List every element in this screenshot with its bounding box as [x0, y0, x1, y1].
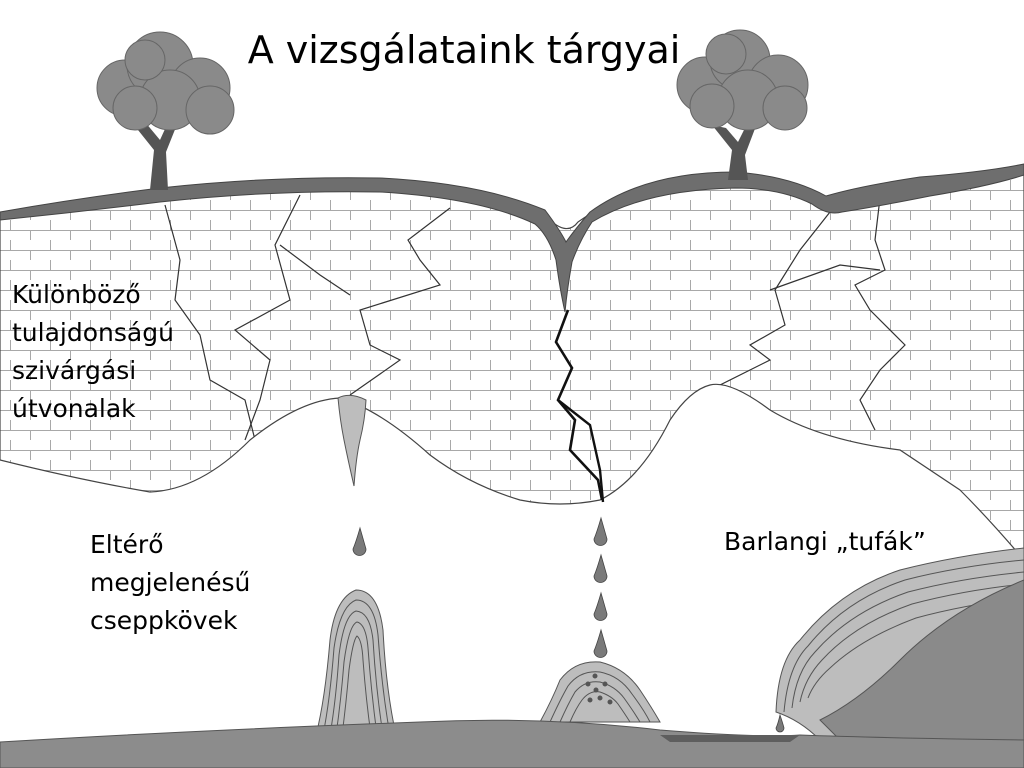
soil-layer — [0, 163, 1024, 313]
cave-tufa — [775, 547, 1024, 741]
main-fracture-branch — [557, 399, 605, 503]
cave-floor — [0, 719, 1024, 768]
water-drop-icon — [593, 553, 608, 583]
stalagmite-tall — [315, 589, 397, 736]
fracture-line — [349, 207, 451, 396]
label-line: Különböző — [12, 280, 141, 309]
label-line: cseppkövek — [90, 606, 238, 635]
label-line: útvonalak — [12, 394, 136, 423]
fracture-line — [854, 197, 906, 431]
fracture-line — [233, 194, 301, 441]
fracture-line — [719, 211, 831, 386]
label-line: Eltérő — [90, 530, 164, 559]
fracture-line — [769, 264, 881, 291]
water-drop-icon — [593, 591, 608, 621]
water-pool — [660, 735, 800, 742]
seepage-fractures — [164, 194, 906, 441]
main-fracture — [554, 309, 604, 501]
tree-icon — [676, 29, 809, 180]
label-line: megjelenésű — [90, 568, 251, 597]
fracture-line — [164, 204, 256, 441]
water-drop-icon — [593, 628, 608, 658]
label-line: szivárgási — [12, 356, 137, 385]
water-drop-icon — [352, 526, 367, 556]
stalagmite-short — [539, 661, 661, 723]
label-line: Barlangi „tufák” — [724, 527, 926, 556]
cave-tufas-label: Barlangi „tufák” — [724, 523, 926, 561]
water-drop-icon — [775, 713, 785, 733]
stalactite — [337, 394, 367, 487]
seepage-paths-label: Különböző tulajdonságú szivárgási útvona… — [12, 276, 174, 428]
water-drop-icon — [593, 516, 608, 546]
tree-icon — [96, 31, 235, 190]
fracture-line — [279, 244, 351, 296]
label-line: tulajdonságú — [12, 318, 174, 347]
page-title: A vizsgálataink tárgyai — [247, 28, 681, 72]
speleothems-label: Eltérő megjelenésű cseppkövek — [90, 526, 250, 640]
